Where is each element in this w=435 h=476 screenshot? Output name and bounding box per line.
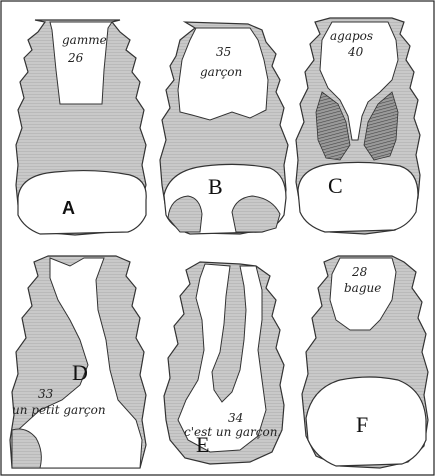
palate-diagram-e: 34 c'est un garçon. E bbox=[164, 262, 284, 464]
diagram-word-a: gamme bbox=[62, 33, 107, 47]
palate-diagram-c: agapos 40 C bbox=[296, 18, 420, 234]
tongue-contact-a bbox=[18, 171, 146, 234]
palate-diagram-b: 35 garçon B bbox=[160, 22, 288, 234]
diagram-letter-c: C bbox=[328, 173, 343, 198]
diagram-letter-b: B bbox=[208, 174, 223, 199]
diagram-letter-a: A bbox=[62, 198, 75, 218]
diagram-word-f: bague bbox=[344, 281, 381, 295]
diagram-numeral-f: 28 bbox=[351, 265, 368, 279]
diagram-numeral-e: 34 bbox=[228, 411, 243, 425]
diagram-letter-d: D bbox=[72, 360, 88, 385]
tongue-contact-c bbox=[298, 162, 418, 232]
palate-diagram-f: 28 bague F bbox=[302, 256, 428, 468]
diagram-letter-e: E bbox=[196, 432, 209, 457]
diagram-numeral-c: 40 bbox=[347, 45, 364, 59]
diagram-word-b: garçon bbox=[200, 65, 242, 79]
diagram-numeral-b: 35 bbox=[216, 45, 231, 59]
diagram-numeral-d: 33 bbox=[38, 387, 54, 401]
diagram-word-c: agapos bbox=[330, 29, 373, 43]
diagram-numeral-a: 26 bbox=[67, 51, 84, 65]
diagram-letter-f: F bbox=[356, 412, 368, 437]
diagram-word-d: un petit garçon bbox=[12, 403, 106, 417]
palate-diagram-a: gamme 26 A bbox=[16, 20, 146, 235]
palate-diagram-d: D 33 un petit garçon bbox=[10, 256, 146, 468]
